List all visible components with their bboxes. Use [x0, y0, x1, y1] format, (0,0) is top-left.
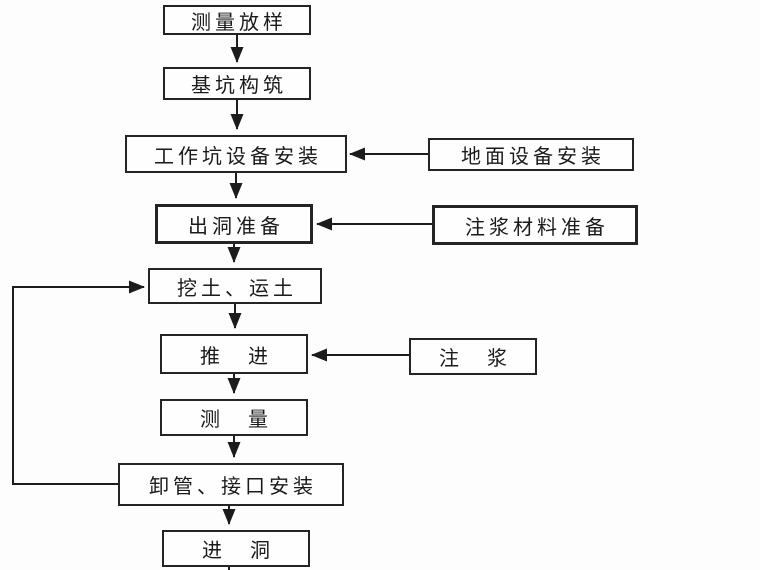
flow-node-measurement: 测 量: [160, 399, 308, 436]
flow-node-label: 基坑构筑: [191, 73, 287, 97]
arrow-loop-pipeunload-to-excavation: [12, 280, 145, 485]
flow-node-working-pit-equipment: 工作坑设备安装: [125, 135, 347, 173]
flow-node-label: 注浆材料准备: [465, 214, 609, 239]
flow-node-jacking: 推 进: [160, 334, 308, 374]
flow-node-excavation: 挖土、运土: [148, 268, 322, 304]
flow-node-label: 卸管、接口安装: [149, 474, 317, 498]
flow-node-label: 地面设备安装: [461, 144, 605, 168]
flow-node-pit-construction: 基坑构筑: [163, 67, 311, 100]
flow-node-grout-material-prep: 注浆材料准备: [432, 205, 638, 245]
flow-node-label: 挖土、运土: [177, 275, 297, 300]
flow-node-ground-equipment: 地面设备安装: [428, 138, 634, 171]
flow-node-label: 工作坑设备安装: [154, 143, 322, 168]
flow-node-label: 注 浆: [439, 346, 511, 370]
flow-node-survey-layout: 测量放样: [163, 5, 311, 35]
flow-node-enter-hole: 进 洞: [162, 530, 310, 567]
flow-node-grouting: 注 浆: [409, 338, 537, 375]
flow-node-label: 进 洞: [202, 538, 274, 562]
flow-node-label: 推 进: [200, 343, 272, 368]
flow-node-pipe-unload-joint: 卸管、接口安装: [118, 463, 344, 506]
flow-node-label: 测量放样: [191, 9, 287, 34]
flow-node-exit-hole-prep: 出洞准备: [155, 204, 313, 244]
flow-node-label: 出洞准备: [188, 213, 284, 238]
flow-node-label: 测 量: [200, 407, 272, 431]
